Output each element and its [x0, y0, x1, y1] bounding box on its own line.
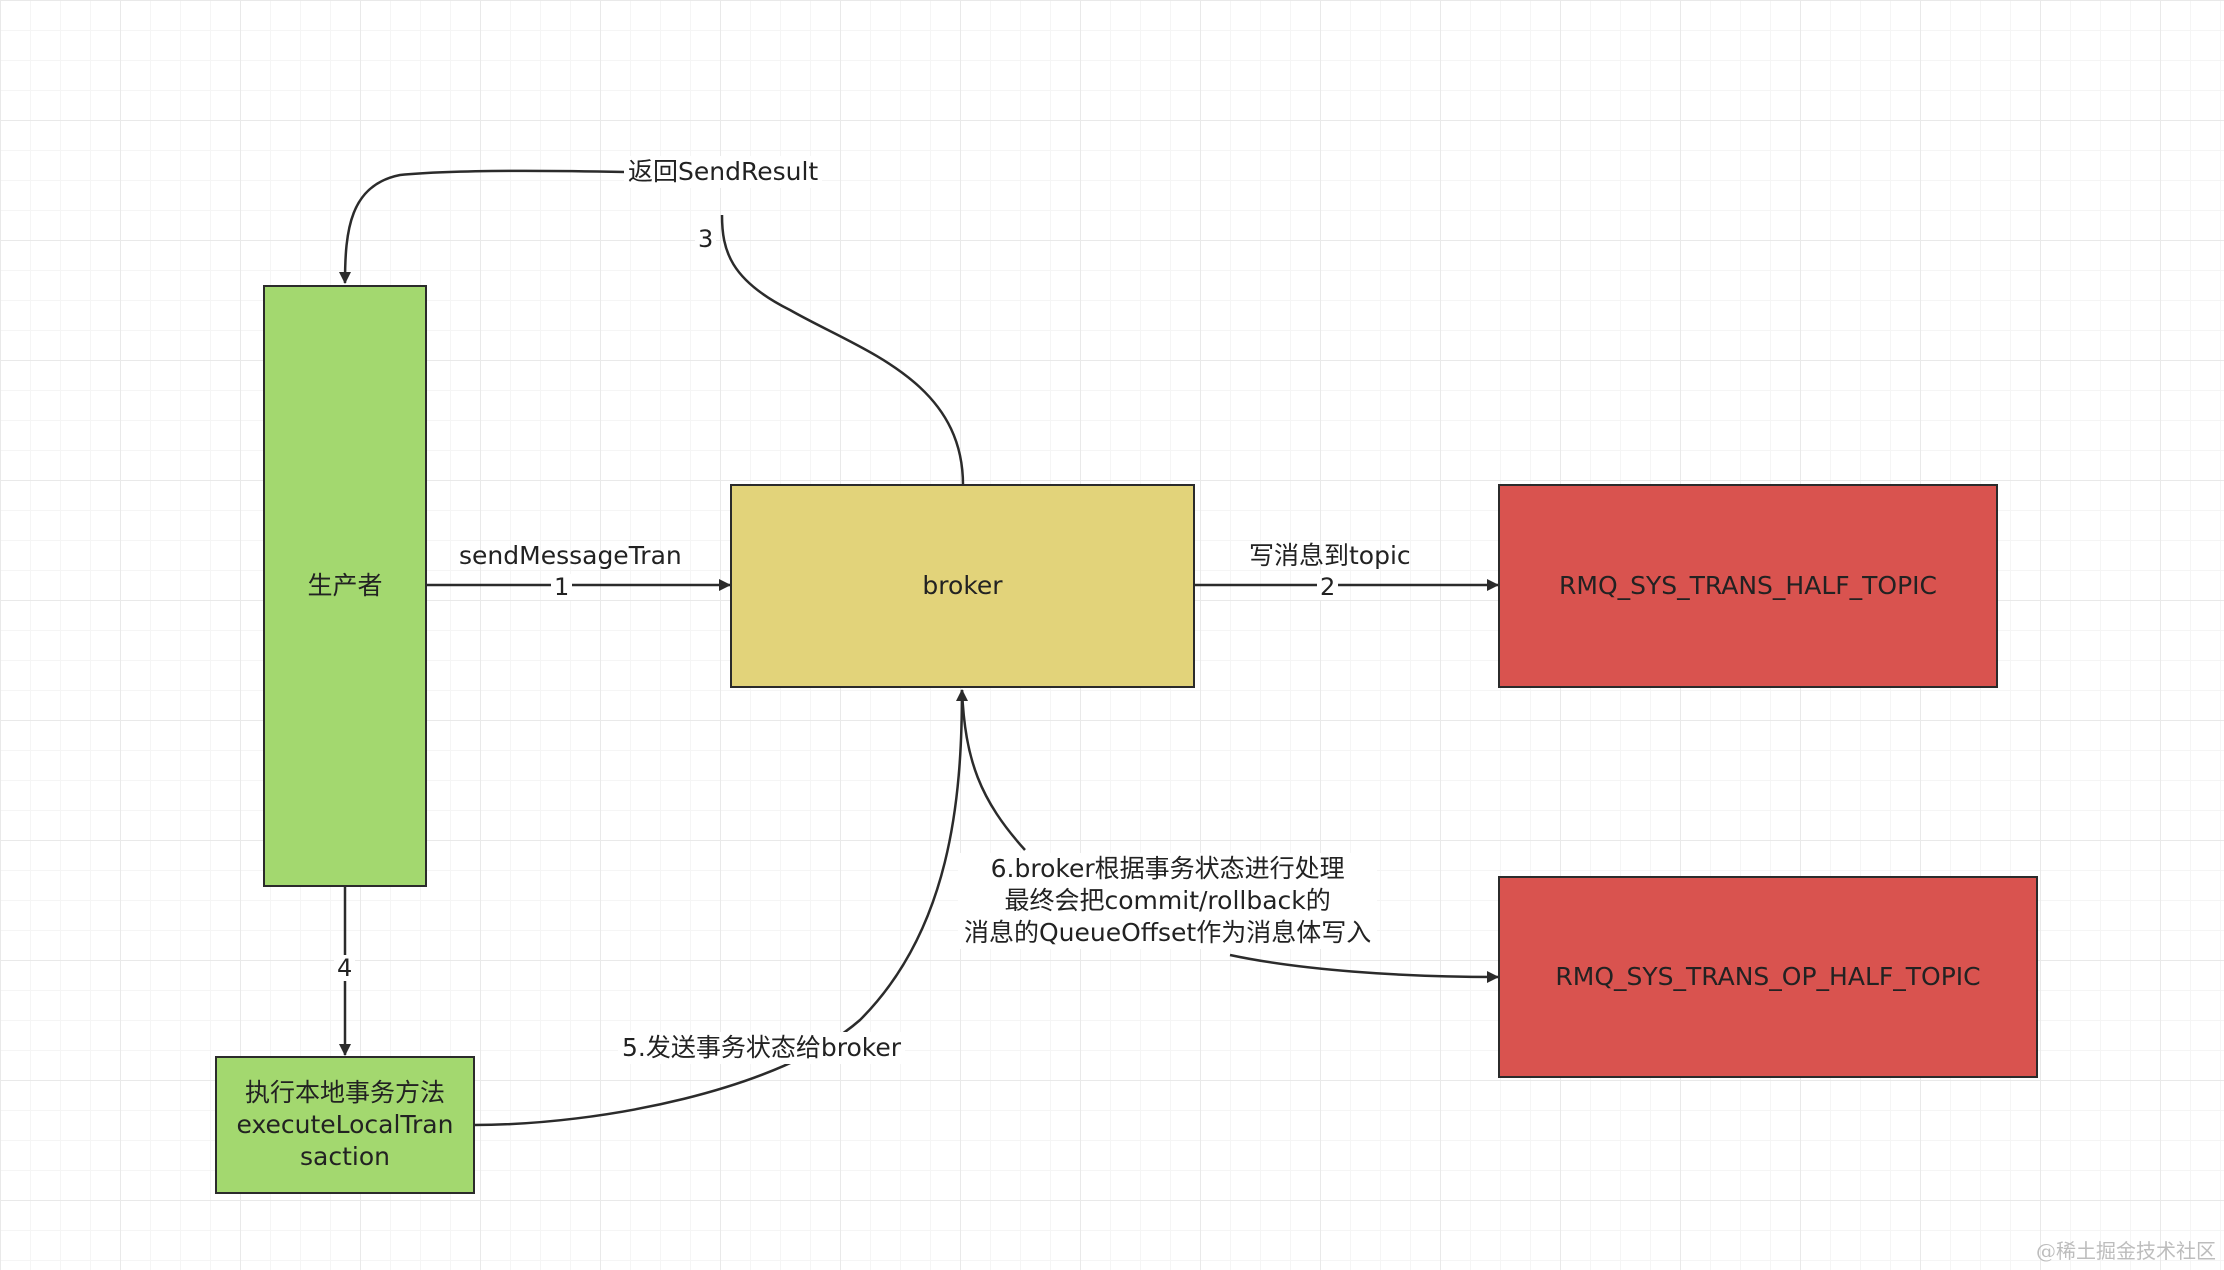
send-message-number: 1: [551, 574, 573, 600]
producer-label: 生产者: [307, 571, 383, 600]
return-result-label: 返回SendResult: [624, 156, 823, 188]
op-half-topic-node: RMQ_SYS_TRANS_OP_HALF_TOPIC: [1498, 876, 2038, 1078]
half-topic-node: RMQ_SYS_TRANS_HALF_TOPIC: [1498, 484, 1998, 688]
op-half-topic-label: RMQ_SYS_TRANS_OP_HALF_TOPIC: [1555, 962, 1981, 991]
edge-process-status: [960, 689, 1026, 851]
send-message-label: sendMessageTran: [459, 541, 682, 570]
half-topic-label: RMQ_SYS_TRANS_HALF_TOPIC: [1559, 571, 1937, 600]
return-result-number: 3: [695, 226, 717, 252]
watermark: @稀土掘金技术社区: [2036, 1239, 2216, 1263]
write-topic-number: 2: [1317, 574, 1339, 600]
local-tx-line-3: saction: [300, 1142, 390, 1171]
process-line-1: 6.broker根据事务状态进行处理: [990, 854, 1345, 883]
edge-return-result: [720, 214, 965, 486]
broker-label: broker: [922, 571, 1003, 600]
edge-process-status-out: [1229, 953, 1499, 983]
edge-return-result-top: [339, 169, 626, 284]
execute-local-number: 4: [334, 955, 356, 981]
local-tx-line-1: 执行本地事务方法: [244, 1078, 445, 1107]
process-line-3: 消息的QueueOffset作为消息体写入: [964, 918, 1372, 947]
local-tx-line-2: executeLocalTran: [236, 1110, 454, 1139]
write-topic-label: 写消息到topic: [1249, 541, 1411, 570]
local-transaction-node: 执行本地事务方法 executeLocalTran saction: [215, 1056, 475, 1194]
process-status-label: 6.broker根据事务状态进行处理 最终会把commit/rollback的 …: [958, 853, 1378, 949]
send-status-label: 5.发送事务状态给broker: [618, 1032, 905, 1064]
producer-node: 生产者: [263, 285, 427, 887]
broker-node: broker: [730, 484, 1195, 688]
process-line-2: 最终会把commit/rollback的: [1004, 886, 1331, 915]
edge-send-status: [473, 689, 968, 1127]
